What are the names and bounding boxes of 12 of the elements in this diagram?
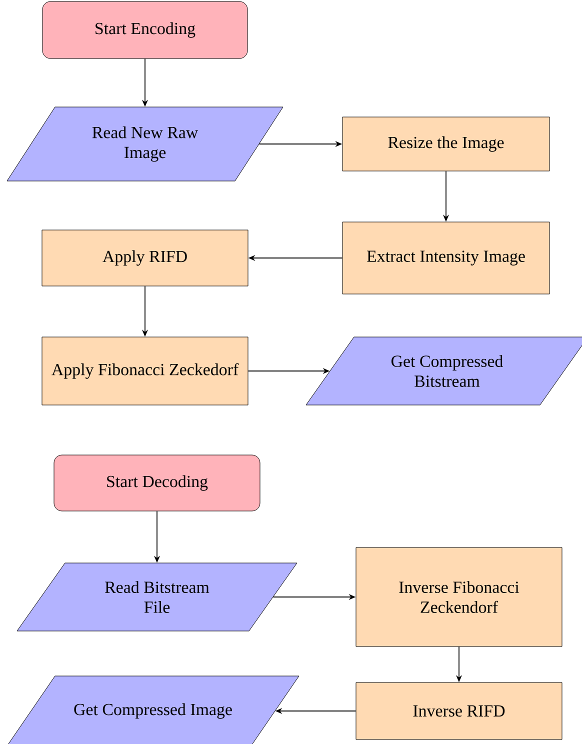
process-box: Extract Intensity Image: [342, 222, 550, 294]
process-box: Resize the Image: [342, 116, 550, 172]
process-box: Apply RIFD: [42, 230, 248, 286]
start-box: Start Decoding: [54, 454, 260, 512]
input-output-parallelogram: Get Compressed Bitstream: [306, 336, 582, 406]
input-output-parallelogram: Get Compressed Image: [6, 676, 300, 744]
input-output-parallelogram: Read Bitstream File: [16, 562, 298, 632]
input-output-parallelogram: Read New Raw Image: [6, 106, 284, 182]
process-box: Inverse Fibonacci Zeckendorf: [356, 547, 562, 647]
process-box: Apply Fibonacci Zeckedorf: [42, 336, 248, 406]
start-box: Start Encoding: [42, 1, 248, 59]
process-box: Inverse RIFD: [356, 682, 562, 740]
